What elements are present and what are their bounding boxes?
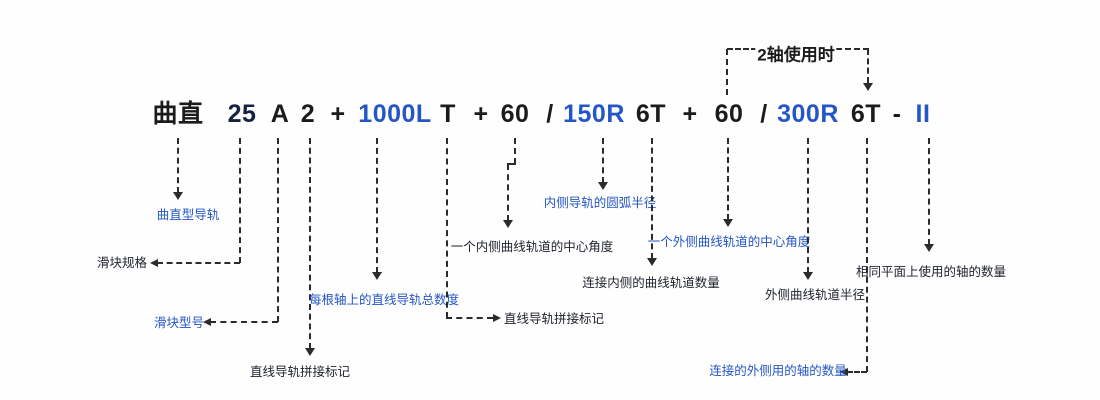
formula-token-slash-2: / [760,100,768,128]
connector-line [507,164,509,221]
bracket-line-left-top [727,48,757,50]
formula-token-axis-count: II [915,100,931,128]
connector-line [602,138,604,183]
formula-token-size: 25 [227,100,257,128]
formula-token-series: 曲直 [152,100,204,128]
formula-token-outer-angle: 60 [714,100,744,128]
bracket-label: 2轴使用时 [755,40,837,66]
connector-line [866,138,868,372]
arrow-right-icon [493,313,501,322]
connector-line [514,138,516,164]
arrow-down-icon [863,83,873,91]
connector-line [847,371,867,373]
connector-line [507,163,516,165]
formula-token-slash: / [546,100,554,128]
annotation-label: 内侧导轨的圆弧半径 [543,196,657,210]
annotation-label: 一个外侧曲线轨道的中心角度 [647,235,811,249]
annotation-label: 滑块规格 [96,256,148,270]
connector-line [239,138,241,263]
arrow-down-icon [924,244,934,252]
connector-line [277,138,279,322]
formula-token-plus-2: + [473,100,489,128]
annotation-label: 直线导轨拼接标记 [249,365,351,379]
arrow-down-icon [647,258,657,266]
connector-line [928,138,930,245]
arrow-left-icon [203,317,211,326]
annotation-label: 外侧曲线轨道半径 [764,288,866,302]
formula-token-inner-radius: 150R [563,100,625,128]
connector-line [446,138,448,318]
bracket-line-right-top [836,48,869,50]
formula-token-dash: - [892,100,902,128]
formula-token-outer-tracks: 6T [850,100,882,128]
connector-line [309,138,311,349]
bracket-line-left-drop [726,49,728,95]
formula-token-length: 1000L [358,100,432,128]
arrow-down-icon [305,348,315,356]
arrow-down-icon [503,220,513,228]
annotation-label: 连接的外侧用的轴的数量 [709,364,847,378]
arrow-down-icon [173,192,183,200]
annotation-label: 一个内侧曲线轨道的中心角度 [450,240,614,254]
annotation-label: 滑块型号 [153,316,205,330]
annotation-label: 相同平面上使用的轴的数量 [855,265,1007,279]
arrow-down-icon [598,182,608,190]
arrow-down-icon [372,272,382,280]
formula-token-block-type: A [270,100,290,128]
connector-line [651,138,653,259]
connector-line [177,138,179,193]
arrow-down-icon [803,272,813,280]
connector-line [376,138,378,273]
annotation-label: 直线导轨拼接标记 [503,312,605,326]
connector-line [157,262,240,264]
formula-token-plus-3: + [682,100,698,128]
annotation-label: 曲直型导轨 [156,208,220,222]
annotation-label: 每根轴上的直线导轨总数度 [308,293,460,307]
formula-token-joint-mark: T [440,100,456,128]
connector-line [807,138,809,273]
formula-token-plus: + [330,100,346,128]
formula-token-inner-tracks: 6T [635,100,667,128]
connector-line [727,138,729,220]
annotation-label: 连接内侧的曲线轨道数量 [582,276,720,290]
arrow-down-icon [723,219,733,227]
bracket-line-right-drop [867,49,869,83]
arrow-left-icon [840,367,848,376]
arrow-left-icon [150,258,158,267]
formula-token-count: 2 [300,100,316,128]
connector-line [446,317,493,319]
connector-line [210,321,278,323]
formula-token-outer-radius: 300R [777,100,839,128]
formula-token-inner-angle: 60 [500,100,530,128]
